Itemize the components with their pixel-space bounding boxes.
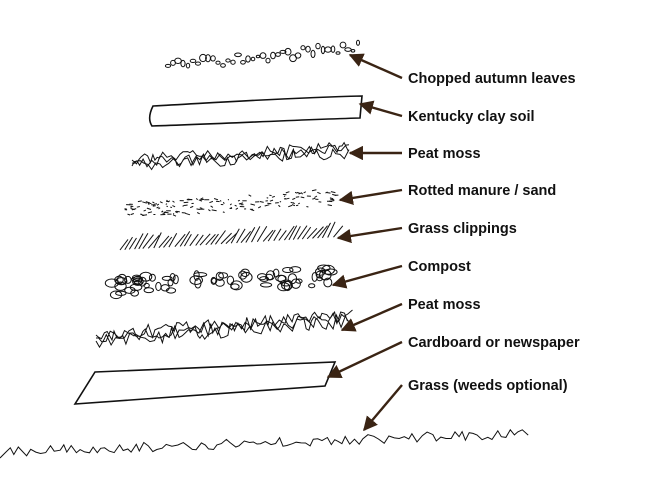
label-compost: Compost [408, 259, 471, 275]
peat-moss-sketch [95, 309, 353, 349]
arrow-cardboard [326, 340, 403, 379]
grass-weeds-sketch [0, 428, 529, 459]
clay-soil-sketch [148, 95, 363, 127]
cardboard-sketch [73, 361, 337, 405]
label-grass-clippings: Grass clippings [408, 221, 517, 237]
pointer-arrows [326, 53, 403, 432]
label-kentucky-clay-soil: Kentucky clay soil [408, 109, 535, 125]
manure-sand-sketch [124, 189, 339, 217]
label-peat-moss: Peat moss [408, 146, 481, 162]
arrow-grass-clippings [336, 226, 403, 244]
chopped-leaves-sketch [164, 39, 360, 69]
label-cardboard-or-newspaper: Cardboard or newspaper [408, 335, 580, 351]
peat-moss-sketch [131, 141, 350, 171]
label-rotted-manure-sand: Rotted manure / sand [408, 183, 556, 199]
compost-sketch [104, 264, 338, 300]
arrow-manure-sand [338, 188, 403, 206]
arrow-grass-weeds [363, 384, 403, 432]
arrow-clay-soil [358, 100, 403, 118]
arrow-chopped-leaves [348, 53, 403, 80]
label-chopped-autumn-leaves: Chopped autumn leaves [408, 71, 576, 87]
label-grass-weeds-optional: Grass (weeds optional) [408, 378, 568, 394]
grass-clippings-sketch [119, 221, 344, 251]
arrow-compost [331, 264, 403, 289]
arrow-peat-moss-2 [340, 302, 403, 332]
label-peat-moss-2: Peat moss [408, 297, 481, 313]
